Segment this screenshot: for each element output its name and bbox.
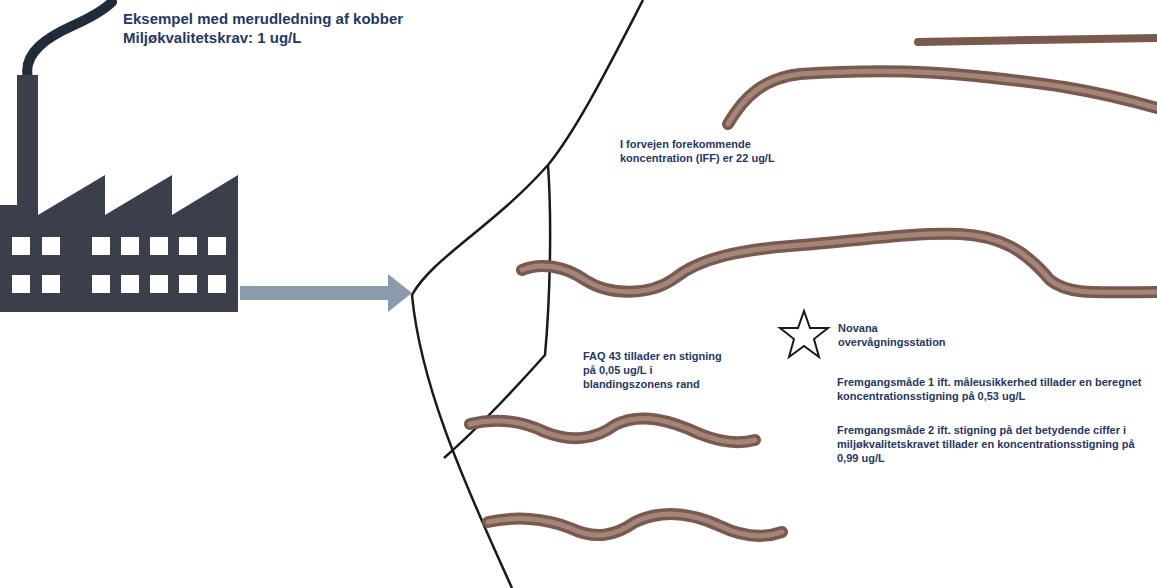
smoke: [27, 2, 112, 78]
factory-icon: [0, 75, 238, 312]
station-label: Novana overvågningsstation: [838, 322, 948, 350]
discharge-arrow: [240, 286, 390, 300]
method-note: Fremgangsmåde 2 ift. stigning på det bet…: [837, 424, 1152, 465]
mixing-zone: [444, 165, 550, 458]
faq-note: FAQ 43 tillader en stigning på 0,05 ug/L…: [583, 350, 733, 391]
title: Eksempel med merudledning af kobber: [123, 10, 403, 29]
land-strips: [470, 38, 1157, 536]
background-note: I forvejen forekommende koncentration (I…: [620, 138, 820, 166]
arrow-head: [388, 274, 412, 312]
quality-standard: Miljøkvalitetskrav: 1 ug/L: [123, 29, 301, 48]
method-note: Fremgangsmåde 1 ift. måleusikkerhed till…: [837, 376, 1152, 404]
station-star: [780, 311, 828, 357]
factory-windows: [12, 237, 226, 293]
